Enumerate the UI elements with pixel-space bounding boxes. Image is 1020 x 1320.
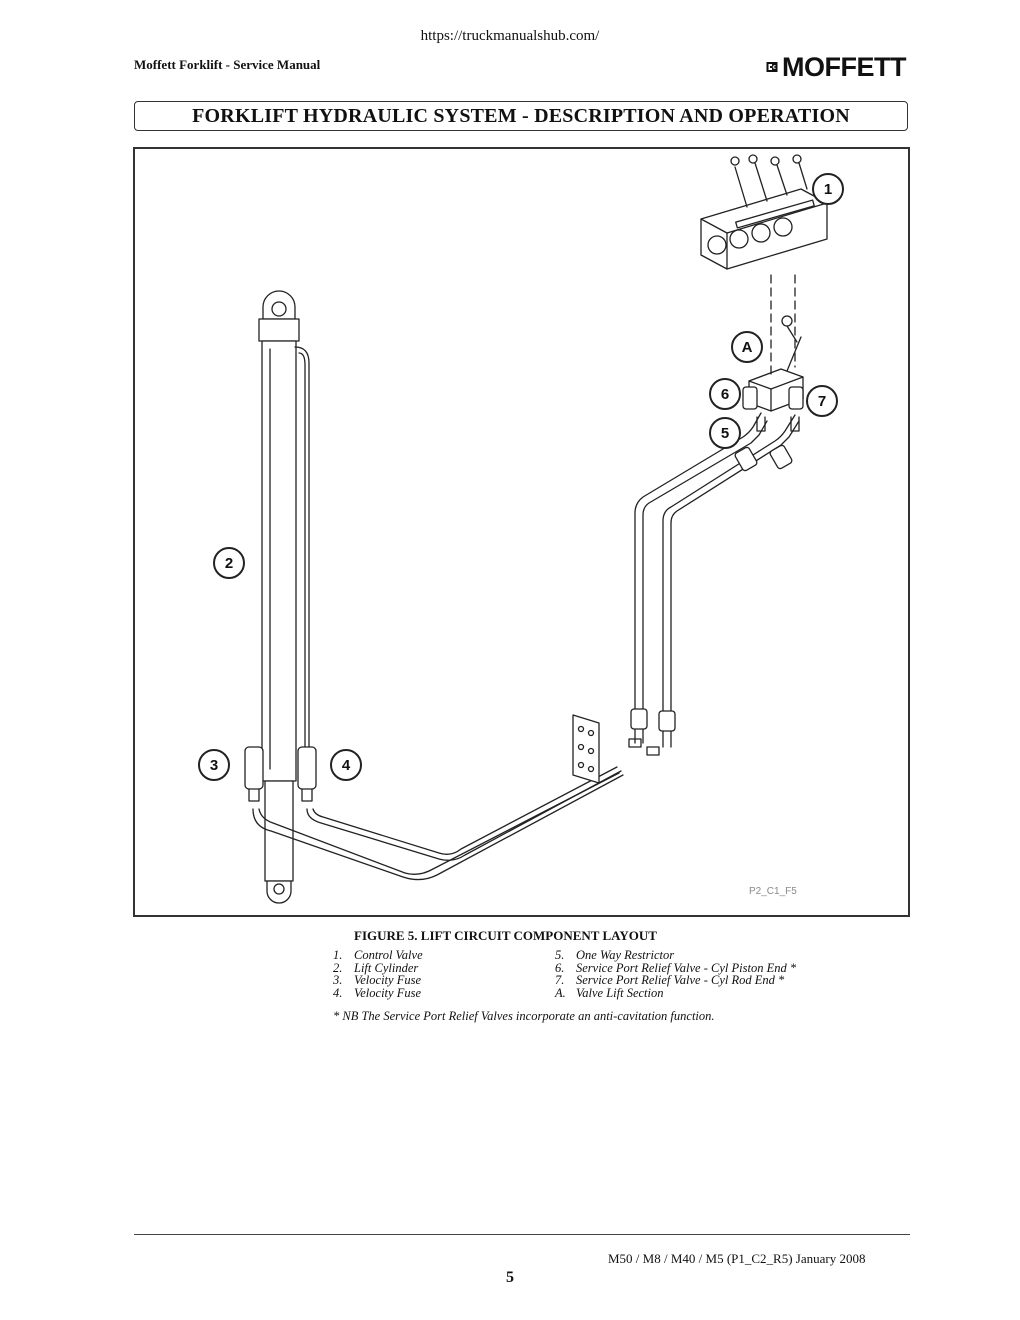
- legend-item: 6.Service Port Relief Valve - Cyl Piston…: [555, 960, 797, 975]
- legend-item: 2.Lift Cylinder: [333, 960, 419, 975]
- alignment-dashed-lines: [770, 274, 796, 378]
- relief-valve-note: * NB The Service Port Relief Valves inco…: [333, 1009, 715, 1023]
- figure-code: P2_C1_F5: [749, 886, 797, 897]
- legend-right: 5.One Way Restrictor 6.Service Port Reli…: [555, 949, 796, 1000]
- callout-a: A: [731, 331, 763, 363]
- legend-item: 7.Service Port Relief Valve - Cyl Rod En…: [555, 973, 785, 988]
- section-title: FORKLIFT HYDRAULIC SYSTEM - DESCRIPTION …: [192, 104, 850, 127]
- moffett-logo: MOFFETT: [766, 52, 906, 82]
- figure-caption: FIGURE 5. LIFT CIRCUIT COMPONENT LAYOUT: [354, 928, 657, 943]
- mounting-bracket-drawing: [572, 714, 660, 784]
- valve-lift-section-drawing: [742, 315, 804, 432]
- legend-item: 5.One Way Restrictor: [555, 948, 675, 962]
- section-title-box: FORKLIFT HYDRAULIC SYSTEM - DESCRIPTION …: [134, 101, 908, 131]
- logo-wordmark: MOFFETT: [782, 52, 906, 82]
- source-url[interactable]: https://truckmanualshub.com/: [420, 28, 600, 44]
- legend-item: 1.Control Valve: [333, 948, 423, 962]
- callout-5: 5: [709, 417, 741, 449]
- footer-divider: [134, 1234, 910, 1235]
- moffett-emblem-icon: [766, 61, 778, 73]
- legend-item: 4.Velocity Fuse: [333, 986, 421, 1001]
- page-number: 5: [506, 1269, 514, 1286]
- manual-title: Moffett Forklift - Service Manual: [134, 57, 321, 72]
- callout-3: 3: [198, 749, 230, 781]
- legend-left: 1.Control Valve 2.Lift Cylinder 3.Veloci…: [333, 949, 423, 1000]
- lower-hose-drawings: [252, 766, 624, 881]
- lift-circuit-drawing: [244, 154, 828, 904]
- callout-6: 6: [709, 378, 741, 410]
- lift-circuit-figure: 1 2 3 4 5 6 7 A P2_C1_F5: [133, 147, 910, 917]
- velocity-fuse-drawings: [244, 746, 317, 802]
- callout-2: 2: [213, 547, 245, 579]
- lift-cylinder-drawing: [258, 290, 310, 904]
- control-valve-drawing: [700, 154, 828, 270]
- callout-1: 1: [812, 173, 844, 205]
- callout-4: 4: [330, 749, 362, 781]
- callout-7: 7: [806, 385, 838, 417]
- legend-item: A.Valve Lift Section: [555, 986, 664, 1001]
- model-info: M50 / M8 / M40 / M5 (P1_C2_R5) January 2…: [608, 1251, 866, 1266]
- legend-item: 3.Velocity Fuse: [333, 973, 421, 988]
- upper-hose-drawings: [630, 412, 800, 748]
